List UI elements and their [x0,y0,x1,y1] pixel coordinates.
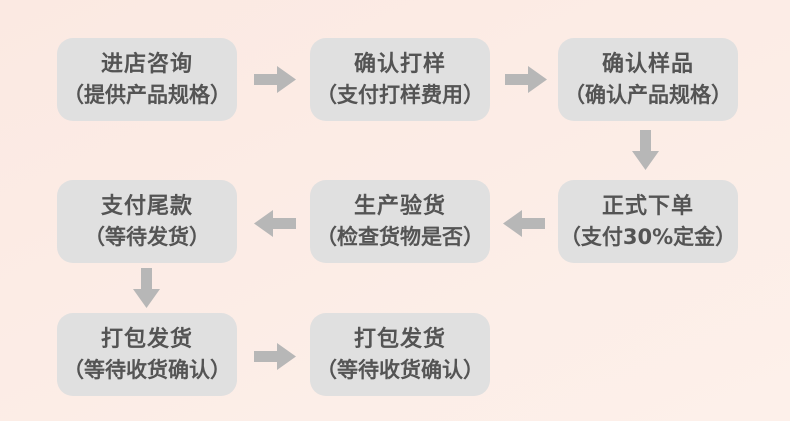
step-subtitle: （等待收货确认） [63,357,231,382]
step-title: 确认打样 [353,51,446,77]
flow-step-box-2: 确认打样 （支付打样费用） [310,38,490,121]
arrow-down-icon [632,130,659,170]
step-subtitle: （等待收货确认） [316,357,484,382]
step-title: 支付尾款 [100,193,193,219]
step-title: 进店咨询 [100,51,193,77]
arrow-left-icon [503,210,545,237]
step-subtitle: （提供产品规格） [63,82,231,107]
step-subtitle: （确认产品规格） [564,82,732,107]
flow-step-box-7: 打包发货 （等待收货确认） [57,313,237,396]
flow-step-box-5: 生产验货 （检查货物是否） [310,180,490,263]
flow-step-box-8: 打包发货 （等待收货确认） [310,313,490,396]
step-subtitle: （等待发货） [84,224,210,249]
arrow-right-icon [505,66,547,93]
flow-step-box-4: 正式下单 （支付30%定金） [558,180,738,263]
step-title: 确认样品 [601,51,694,77]
flow-step-box-3: 确认样品 （确认产品规格） [558,38,738,121]
flow-step-box-6: 支付尾款 （等待发货） [57,180,237,263]
step-title: 正式下单 [601,193,694,219]
step-subtitle: （检查货物是否） [316,224,484,249]
step-title: 打包发货 [100,326,193,352]
step-title: 生产验货 [353,193,446,219]
step-subtitle: （支付打样费用） [316,82,484,107]
flow-step-box-1: 进店咨询 （提供产品规格） [57,38,237,121]
arrow-right-icon [254,343,296,370]
arrow-left-icon [254,210,296,237]
arrow-right-icon [254,66,296,93]
step-subtitle: （支付30%定金） [559,224,737,249]
step-title: 打包发货 [353,326,446,352]
arrow-down-icon [133,268,160,308]
